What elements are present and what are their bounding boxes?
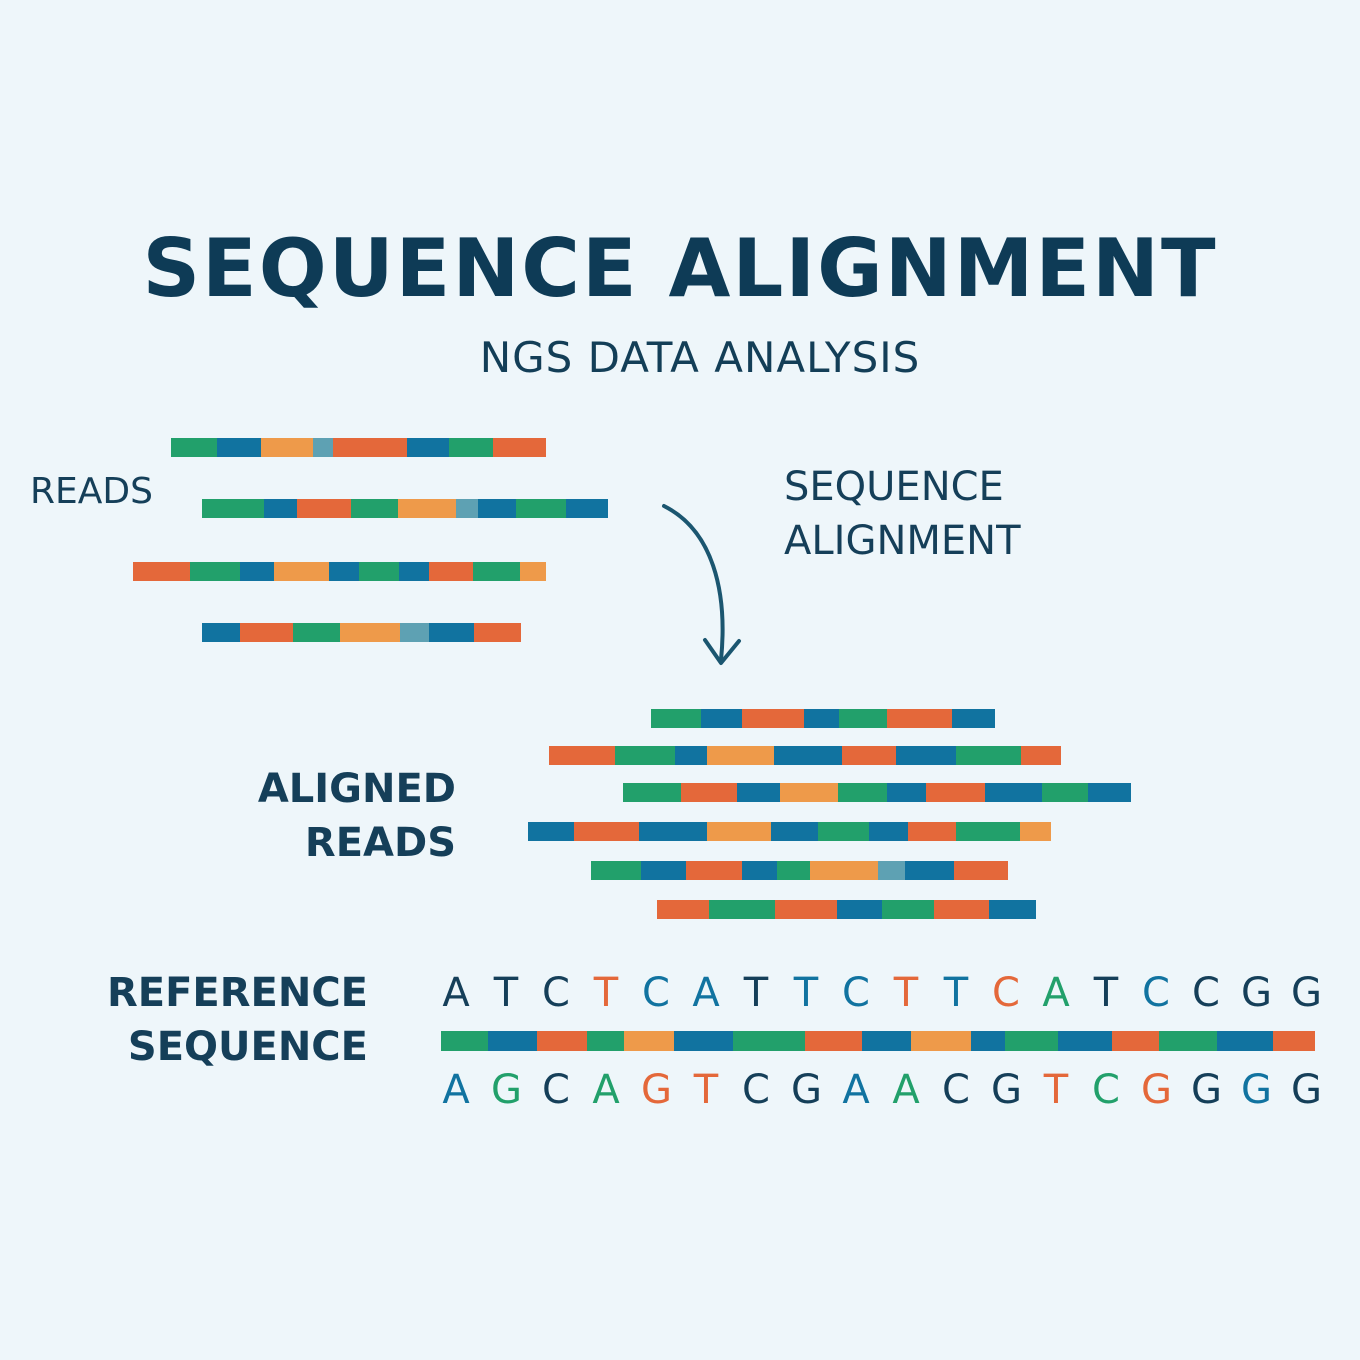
read-2 bbox=[202, 499, 608, 518]
read-1 bbox=[171, 438, 546, 457]
base: C bbox=[1192, 970, 1220, 1016]
base: C bbox=[842, 970, 870, 1016]
base: C bbox=[942, 1067, 970, 1113]
reference-sequence-bar bbox=[441, 1031, 1315, 1051]
aligned-read-4 bbox=[528, 822, 1051, 841]
base: C bbox=[992, 970, 1020, 1016]
reference-top-bases: A T C T C A T T C T T C A T C C G G bbox=[441, 970, 1322, 1020]
base: G bbox=[1241, 970, 1272, 1016]
base: C bbox=[542, 970, 570, 1016]
base: C bbox=[1092, 1067, 1120, 1113]
base: C bbox=[642, 970, 670, 1016]
base: G bbox=[1291, 1067, 1322, 1113]
base: A bbox=[442, 970, 470, 1016]
read-3 bbox=[133, 562, 546, 581]
base: A bbox=[692, 970, 720, 1016]
aligned-read-1 bbox=[651, 709, 995, 728]
page-subtitle: NGS DATA ANALYSIS bbox=[479, 333, 921, 382]
base: G bbox=[491, 1067, 522, 1113]
read-4 bbox=[202, 623, 521, 642]
base: C bbox=[542, 1067, 570, 1113]
base: T bbox=[493, 970, 519, 1016]
aligned-read-5 bbox=[591, 861, 1008, 880]
base: T bbox=[693, 1067, 719, 1113]
base: C bbox=[1142, 970, 1170, 1016]
base: A bbox=[592, 1067, 620, 1113]
base: T bbox=[943, 970, 969, 1016]
base: A bbox=[892, 1067, 920, 1113]
base: A bbox=[442, 1067, 470, 1113]
alignment-process-label: SEQUENCE ALIGNMENT bbox=[784, 464, 1021, 564]
base: T bbox=[893, 970, 919, 1016]
base: T bbox=[743, 970, 769, 1016]
base: C bbox=[742, 1067, 770, 1113]
base: G bbox=[641, 1067, 672, 1113]
base: T bbox=[1043, 1067, 1069, 1113]
base: G bbox=[1141, 1067, 1172, 1113]
aligned-read-3 bbox=[623, 783, 1131, 802]
base: G bbox=[991, 1067, 1022, 1113]
base: G bbox=[1241, 1067, 1272, 1113]
base: G bbox=[1291, 970, 1322, 1016]
reference-sequence-label: REFERENCE SEQUENCE bbox=[106, 970, 368, 1070]
base: A bbox=[842, 1067, 870, 1113]
base: A bbox=[1042, 970, 1070, 1016]
base: T bbox=[793, 970, 819, 1016]
reference-bottom-bases: A G C A G T C G A A C G T C G G G G bbox=[441, 1067, 1322, 1117]
page-title: SEQUENCE ALIGNMENT bbox=[142, 222, 1218, 315]
base: T bbox=[593, 970, 619, 1016]
aligned-reads-label: ALIGNED READS bbox=[257, 766, 456, 866]
reads-label: READS bbox=[30, 471, 153, 512]
base: T bbox=[1093, 970, 1119, 1016]
base: G bbox=[1191, 1067, 1222, 1113]
base: G bbox=[791, 1067, 822, 1113]
aligned-read-6 bbox=[657, 900, 1036, 919]
aligned-read-2 bbox=[549, 746, 1061, 765]
